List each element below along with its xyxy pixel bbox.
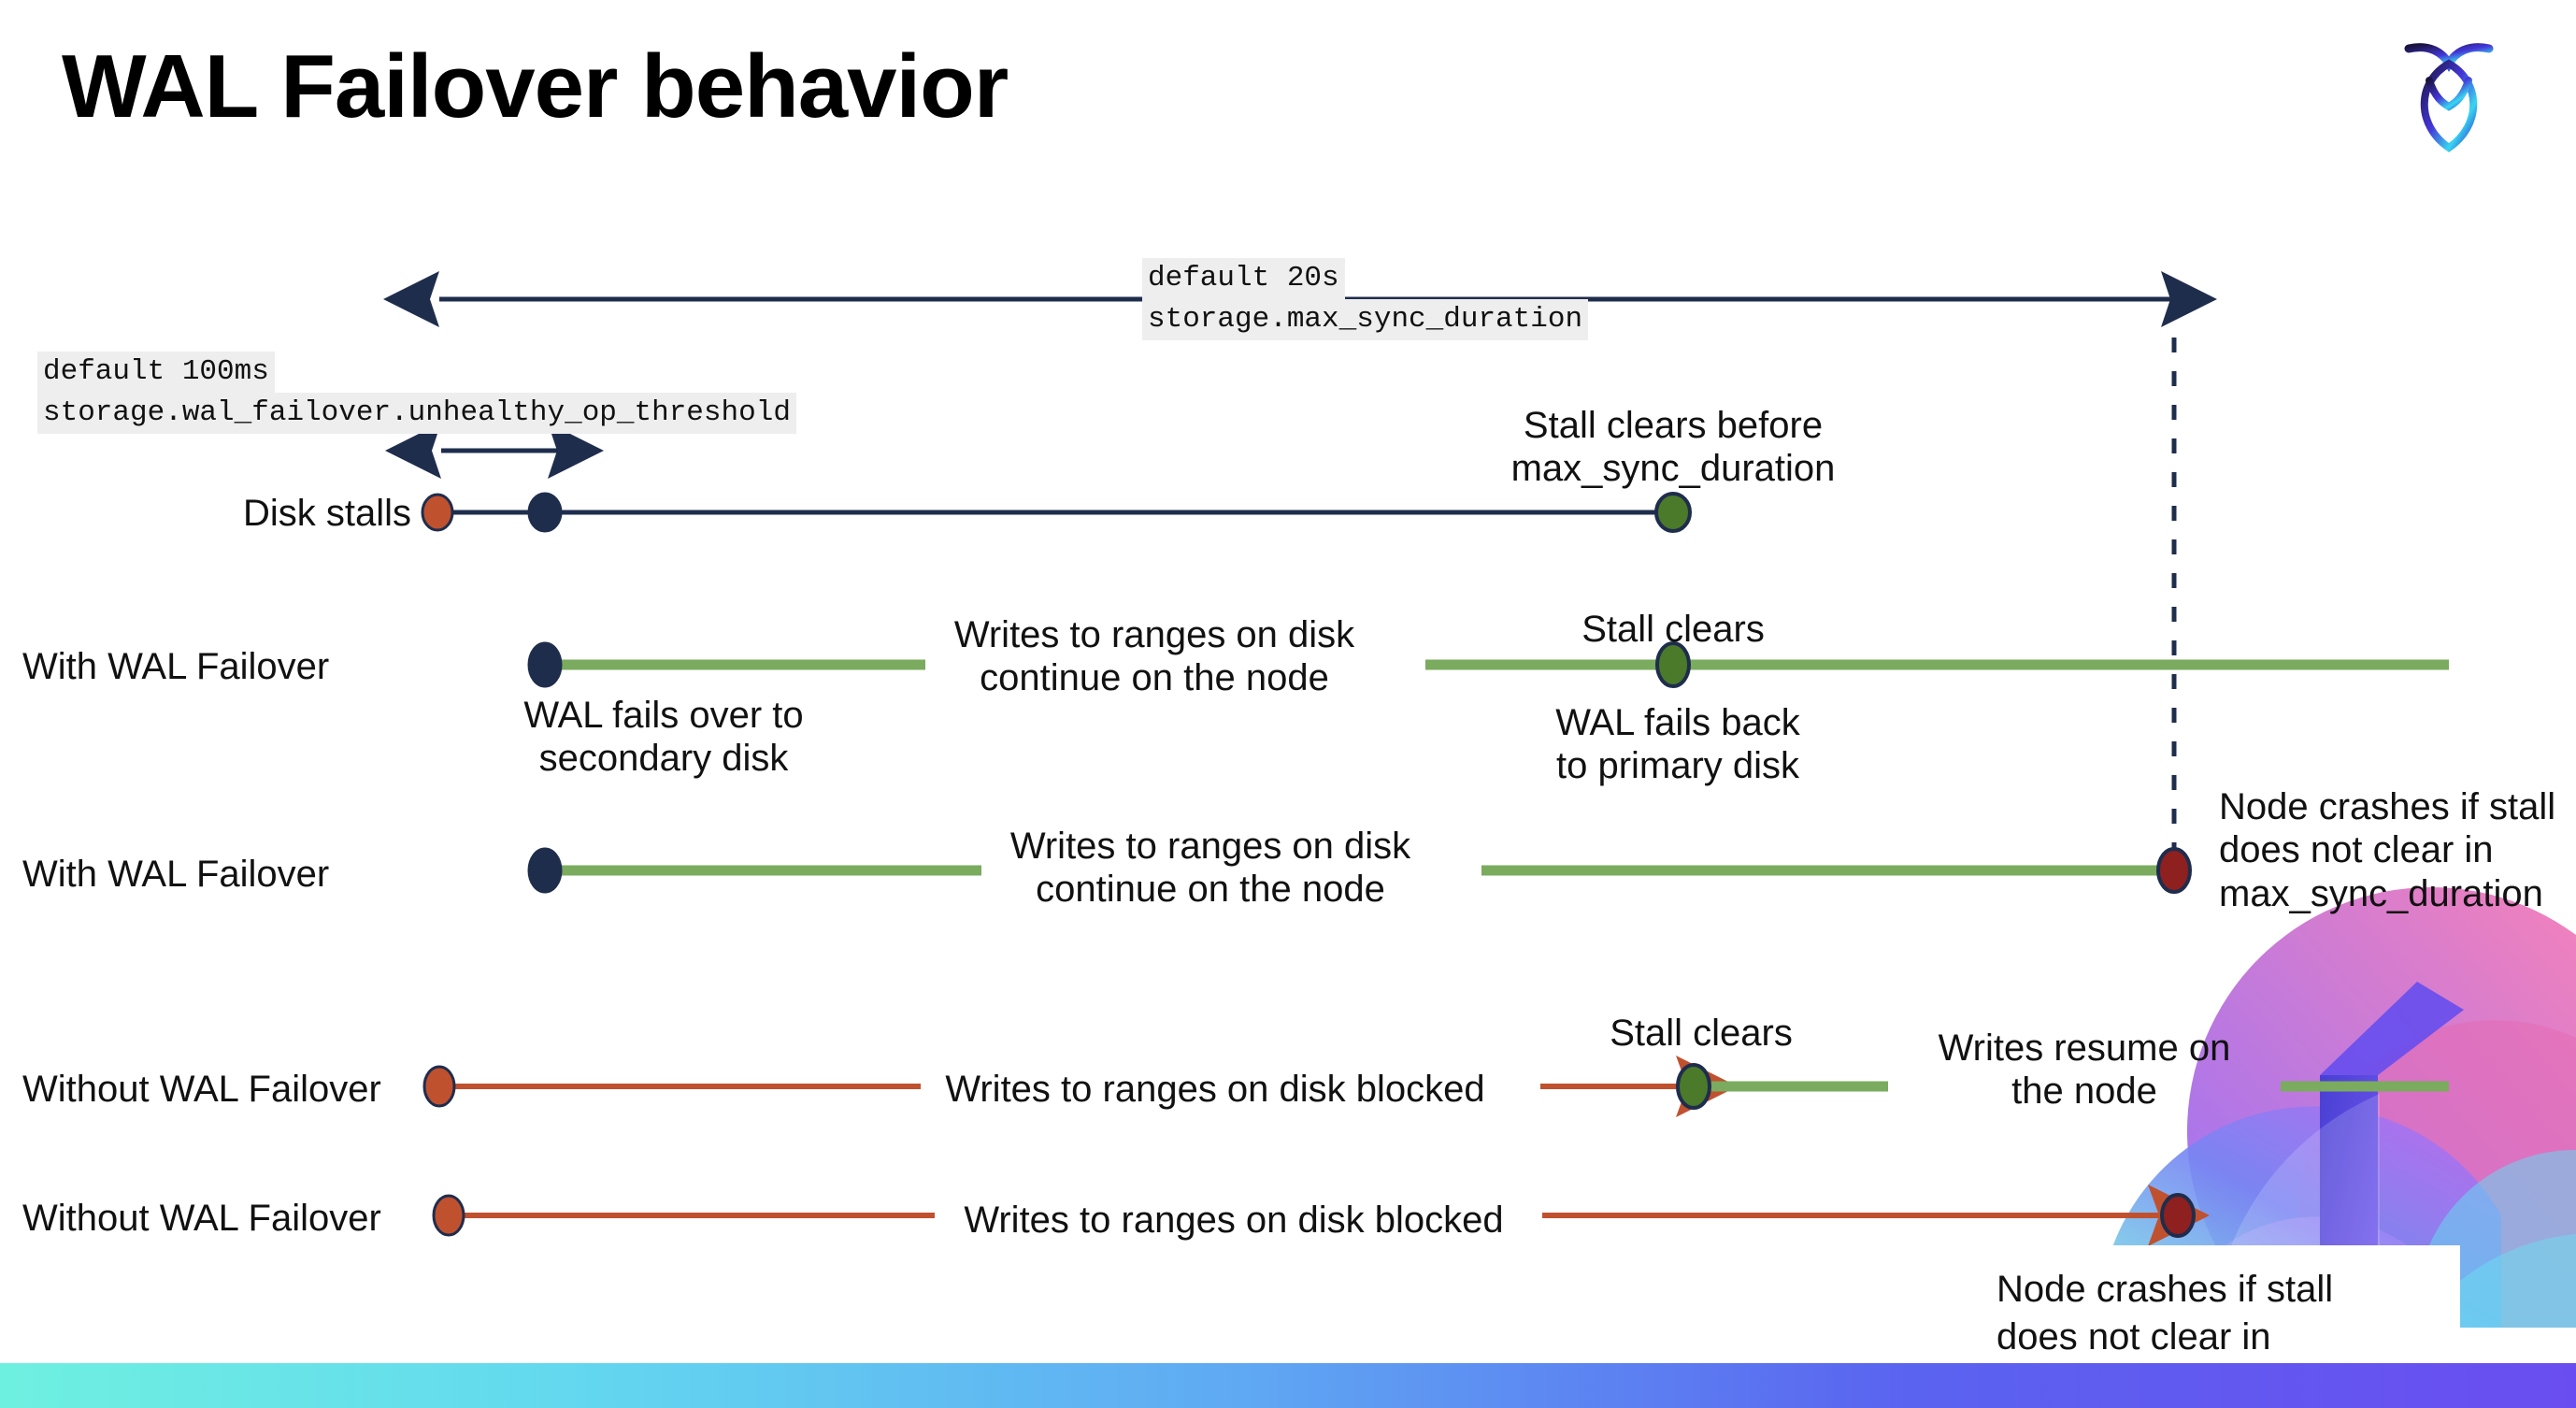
unhealthy-default-label: default 100ms [37,352,275,393]
stall-clears-dot [1655,641,1691,688]
max-sync-default-label: default 20s [1142,258,1345,299]
row-without-wal-failover-crashes-timeline [432,1185,2210,1246]
page-title: WAL Failover behavior [62,36,1009,136]
note-wal-fails-back: WAL fails back to primary disk [1555,702,1800,787]
stall-start-dot [421,493,454,532]
note-writes-resume: Writes resume on the node [1938,1027,2231,1113]
note-stall-clears-2: Stall clears [1610,1013,1793,1054]
row-label-without-wal-failover-2: Without WAL Failover [22,1198,381,1239]
note-writes-continue-1: Writes to ranges on disk continue on the… [953,614,1355,699]
cockroachdb-logo-icon [2404,43,2494,152]
row-with-wal-failover-recovers-timeline [527,641,2449,688]
row-label-with-wal-failover-2: With WAL Failover [22,854,330,895]
stall-start-dot [422,1065,456,1108]
unhealthy-setting-label: storage.wal_failover.unhealthy_op_thresh… [37,393,796,434]
stall-start-dot [432,1194,465,1237]
row-disk-stalls-timeline [421,492,1692,533]
node-crash-dot [2160,1193,2196,1238]
failover-start-dot [527,641,563,688]
row-with-wal-failover-crashes-timeline [527,847,2192,894]
stall-clears-dot [1676,1063,1711,1110]
failover-trigger-dot [527,492,563,533]
note-stall-clears-1: Stall clears [1581,609,1765,650]
node-crash-dot [2156,847,2192,894]
note-writes-continue-2: Writes to ranges on disk continue on the… [1009,826,1411,911]
stall-clears-dot [1654,492,1692,533]
row-label-disk-stalls: Disk stalls [242,493,411,534]
note-stall-clears-before-max-sync: Stall clears before max_sync_duration [1510,405,1836,490]
note-wal-fails-over: WAL fails over to secondary disk [523,695,804,780]
note-node-crashes-1: Node crashes if stall does not clear in … [2219,786,2556,914]
note-writes-blocked-2: Writes to ranges on disk blocked [964,1200,1504,1241]
row-label-without-wal-failover-1: Without WAL Failover [22,1069,381,1110]
max-sync-setting-label: storage.max_sync_duration [1142,299,1589,340]
note-writes-blocked-1: Writes to ranges on disk blocked [945,1069,1485,1110]
row-without-wal-failover-recovers-timeline [422,1056,2449,1117]
failover-start-dot [527,847,563,894]
row-label-with-wal-failover-1: With WAL Failover [22,646,330,687]
bottom-gradient-band [0,1363,2576,1408]
